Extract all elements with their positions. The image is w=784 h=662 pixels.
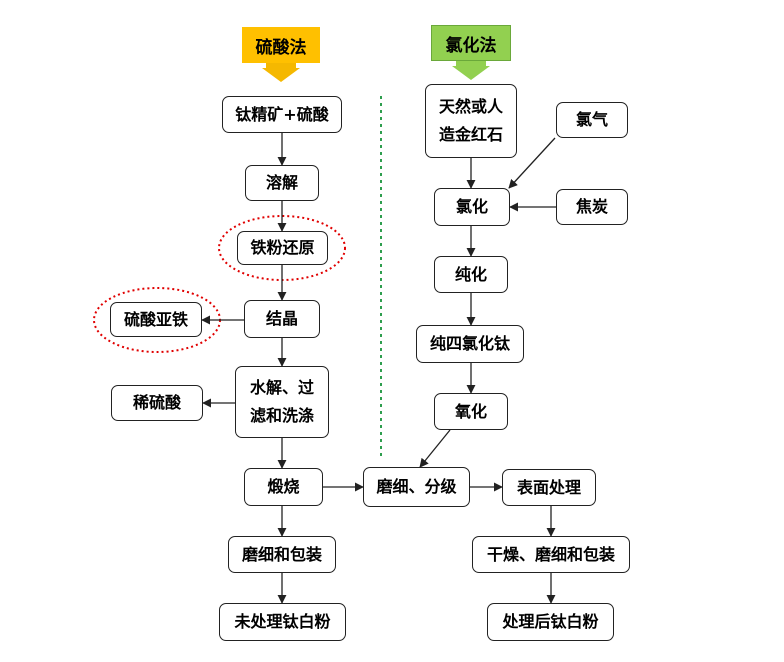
chloride-header-arrow xyxy=(452,66,490,80)
step-grind-pack: 磨细和包装 xyxy=(228,536,336,573)
sulfuric-header: 硫酸法 xyxy=(242,27,320,63)
step-dry-grind-pack: 干燥、磨细和包装 xyxy=(472,536,630,573)
step-coke: 焦炭 xyxy=(556,189,628,225)
sulfuric-header-arrow-stem xyxy=(266,60,296,70)
step-hydrolysis: 水解、过 滤和洗涤 xyxy=(235,366,329,438)
step-chlorine: 氯气 xyxy=(556,102,628,138)
chloride-header-arrow-stem xyxy=(456,58,486,68)
step-surface-treat: 表面处理 xyxy=(502,469,596,506)
step-dilute-acid: 稀硫酸 xyxy=(111,385,203,421)
step-chlorinate: 氯化 xyxy=(434,188,510,226)
step-iron-reduce: 铁粉还原 xyxy=(237,231,328,265)
step-grind-classify: 磨细、分级 xyxy=(363,467,470,507)
step-ferrous-sulfate: 硫酸亚铁 xyxy=(110,302,202,337)
sulfuric-header-arrow xyxy=(262,68,300,82)
arrow-oxidize-grind xyxy=(419,429,451,468)
step-treated-powder: 处理后钛白粉 xyxy=(487,603,614,641)
step-crystallize: 结晶 xyxy=(244,300,320,338)
chloride-header: 氯化法 xyxy=(431,25,511,61)
step-oxidize: 氧化 xyxy=(434,393,508,430)
arrow-chlorine-chlorinate xyxy=(508,137,556,189)
step-dissolve: 溶解 xyxy=(245,165,319,201)
step-ticl4: 纯四氯化钛 xyxy=(416,325,524,363)
step-rutile: 天然或人 造金红石 xyxy=(425,84,517,158)
step-calcine: 煅烧 xyxy=(244,468,323,506)
step-ore-acid: 钛精矿+硫酸 xyxy=(222,96,342,133)
step-purify: 纯化 xyxy=(434,256,508,293)
step-untreated-powder: 未处理钛白粉 xyxy=(219,603,346,641)
